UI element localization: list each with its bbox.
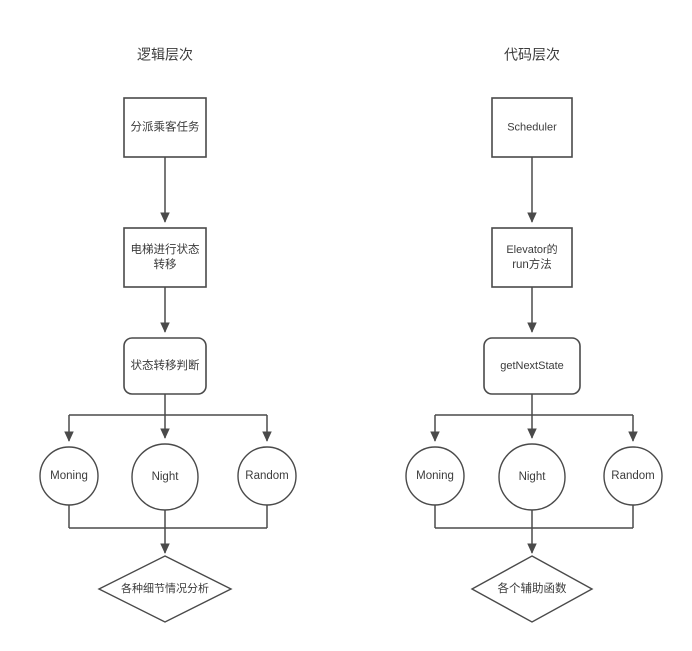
node-label-scheduler: Scheduler	[507, 121, 557, 133]
flow-node-branch-night[interactable]: Night	[131, 443, 199, 511]
flow-node-branch-moning[interactable]: Moning	[39, 446, 99, 506]
node-label-code-branch-moning: Moning	[416, 470, 454, 482]
node-label-elevator-run-method: run方法	[512, 257, 552, 271]
node-shape-code-branch-random	[603, 446, 663, 506]
node-label-state-transfer-judge: 状态转移判断	[131, 358, 200, 372]
node-shape-helper-functions	[470, 555, 594, 623]
node-label-branch-random: Random	[245, 470, 288, 482]
column-title-layer: 逻辑层次 代码层次	[137, 47, 560, 63]
flow-node-assign-task[interactable]: 分派乘客任务	[123, 97, 207, 158]
column-title-code-layer: 代码层次	[504, 47, 560, 63]
node-label-code-branch-night: Night	[519, 471, 547, 483]
node-shape-detail-analysis	[97, 555, 233, 623]
flow-node-get-next-state[interactable]: getNextState	[483, 337, 581, 395]
node-label-elevator-state-transfer: 转移	[154, 257, 177, 271]
node-label-branch-moning: Moning	[50, 470, 88, 482]
node-label-helper-functions: 各个辅助函数	[498, 581, 567, 595]
node-shape-code-branch-moning	[405, 446, 465, 506]
connector-layer	[64, 157, 638, 554]
node-label-get-next-state: getNextState	[500, 360, 564, 372]
node-label-assign-task: 分派乘客任务	[131, 120, 200, 134]
flow-node-code-branch-night[interactable]: Night	[498, 443, 566, 511]
node-shape-state-transfer-judge	[123, 337, 207, 395]
flow-node-state-transfer-judge[interactable]: 状态转移判断	[123, 337, 207, 395]
node-shape-branch-moning	[39, 446, 99, 506]
flow-node-branch-random[interactable]: Random	[237, 446, 297, 506]
column-title-logic-layer: 逻辑层次	[137, 47, 193, 63]
node-shape-code-branch-night	[498, 443, 566, 511]
node-shape-elevator-run-method	[491, 227, 573, 288]
node-label-detail-analysis: 各种细节情况分析	[121, 581, 209, 595]
flow-node-scheduler[interactable]: Scheduler	[491, 97, 573, 158]
flow-node-helper-functions[interactable]: 各个辅助函数	[470, 555, 594, 623]
node-label-code-branch-random: Random	[611, 470, 654, 482]
node-shape-branch-random	[237, 446, 297, 506]
flow-node-detail-analysis[interactable]: 各种细节情况分析	[97, 555, 233, 623]
node-shape-get-next-state	[483, 337, 581, 395]
node-shape-scheduler	[491, 97, 573, 158]
node-shape-branch-night	[131, 443, 199, 511]
node-shape-elevator-state-transfer	[123, 227, 207, 288]
node-label-elevator-run-method: Elevator的	[506, 242, 557, 256]
node-label-elevator-state-transfer: 电梯进行状态	[131, 242, 200, 256]
node-shape-assign-task	[123, 97, 207, 158]
node-label-branch-night: Night	[152, 471, 180, 483]
flow-node-code-branch-moning[interactable]: Moning	[405, 446, 465, 506]
flow-node-code-branch-random[interactable]: Random	[603, 446, 663, 506]
